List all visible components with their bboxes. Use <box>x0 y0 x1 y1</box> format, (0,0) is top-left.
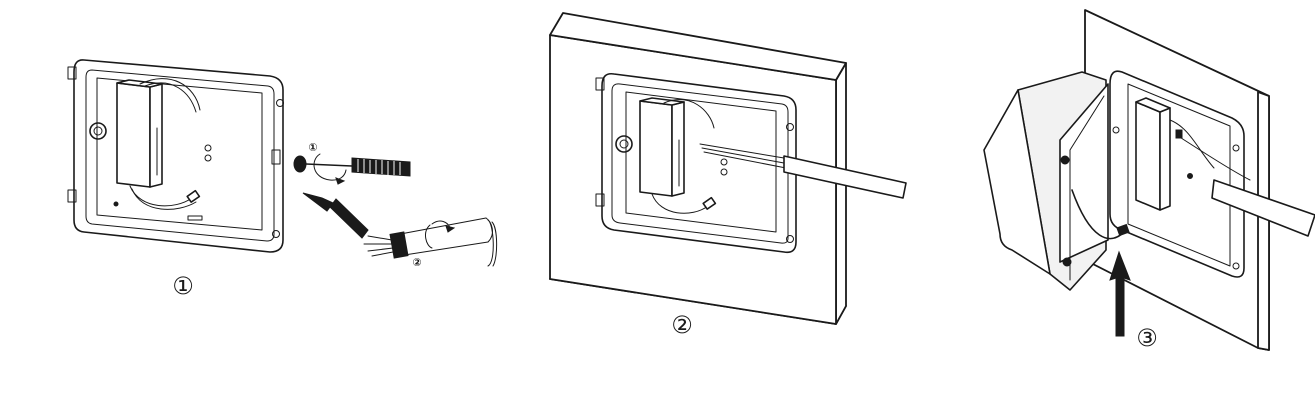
sub-step-label-1: ① <box>308 141 317 154</box>
step-label-3: ③ <box>1136 324 1158 352</box>
step-label-1: ① <box>172 272 194 300</box>
step-1-illustration: ① ② ① <box>67 59 498 300</box>
step-label-2: ② <box>671 311 693 339</box>
step-3-illustration: ③ <box>983 9 1315 352</box>
step-2-illustration: ② <box>549 12 907 339</box>
sub-step-label-2: ② <box>412 256 421 269</box>
